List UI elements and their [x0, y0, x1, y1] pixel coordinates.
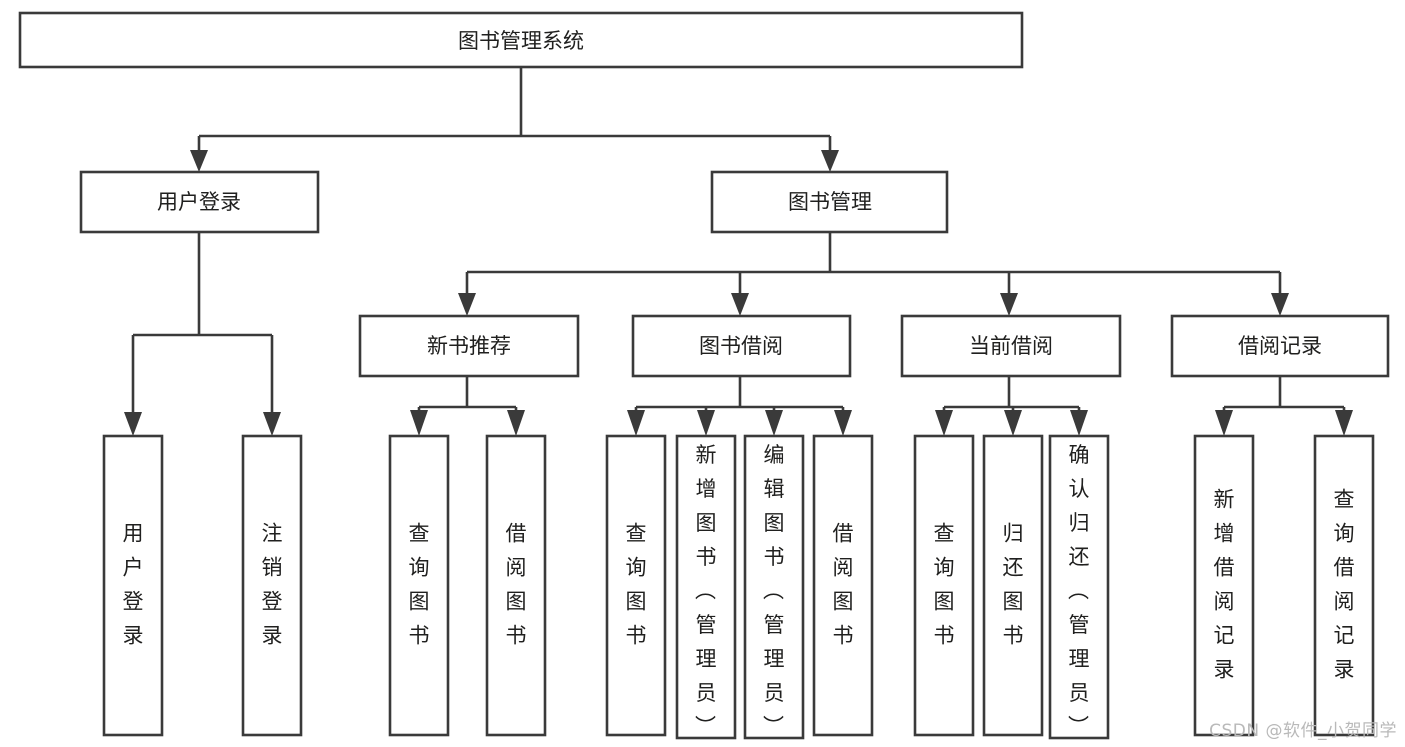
node-leaf-add-record-label: 新增借阅记录	[1214, 488, 1235, 682]
node-root-box[interactable]	[18, 11, 1024, 69]
arrow-head-leaf-query-book-3	[935, 410, 953, 436]
node-leaf-confirm-return[interactable]: 确认归还（管理员）	[1048, 434, 1110, 740]
node-leaf-confirm-return-box[interactable]	[1048, 434, 1110, 740]
node-book-manage[interactable]: 图书管理	[710, 170, 949, 234]
node-user-login-label: 用户登录	[157, 190, 241, 214]
node-leaf-logout-box[interactable]	[241, 434, 303, 737]
node-leaf-user-login-label: 用户登录	[123, 522, 144, 648]
arrow-head-leaf-user-login	[124, 412, 142, 436]
node-leaf-query-book-2-box[interactable]	[605, 434, 667, 737]
arrow-head-leaf-borrow-book-2	[834, 410, 852, 436]
node-book-manage-box[interactable]	[710, 170, 949, 234]
node-borrow-record[interactable]: 借阅记录	[1170, 314, 1390, 378]
arrow-head-leaf-logout	[263, 412, 281, 436]
node-leaf-borrow-book-2-label: 借阅图书	[833, 522, 854, 648]
node-leaf-add-book-label: 新增图书（管理员）	[695, 443, 717, 739]
node-leaf-query-book-1-label: 查询图书	[409, 522, 430, 648]
node-leaf-add-record[interactable]: 新增借阅记录	[1193, 434, 1255, 737]
leaf-node-layer: 用户登录 注销登录 查询图书 借阅图书 查询图书 新增图书（管理员） 编辑图书（管理员） 借阅…	[102, 434, 1375, 740]
node-leaf-return-book-box[interactable]	[982, 434, 1044, 737]
node-leaf-edit-book[interactable]: 编辑图书（管理员）	[743, 434, 805, 740]
node-leaf-edit-book-label: 编辑图书（管理员）	[763, 443, 785, 739]
connector-layer	[124, 67, 1353, 436]
node-leaf-query-book-2-label: 查询图书	[626, 522, 647, 648]
node-leaf-query-book-3-box[interactable]	[913, 434, 975, 737]
node-borrow-record-box[interactable]	[1170, 314, 1390, 378]
node-leaf-query-record[interactable]: 查询借阅记录	[1313, 434, 1375, 737]
node-book-borrow[interactable]: 图书借阅	[631, 314, 852, 378]
node-current-borrow-box[interactable]	[900, 314, 1122, 378]
node-leaf-borrow-book-1[interactable]: 借阅图书	[485, 434, 547, 737]
node-leaf-return-book-label: 归还图书	[1003, 522, 1024, 648]
arrow-head-leaf-edit-book	[765, 410, 783, 436]
node-leaf-add-book[interactable]: 新增图书（管理员）	[675, 434, 737, 740]
node-current-borrow-label: 当前借阅	[969, 334, 1053, 358]
node-leaf-query-book-1[interactable]: 查询图书	[388, 434, 450, 737]
node-new-book-recommend-box[interactable]	[358, 314, 580, 378]
node-leaf-borrow-book-1-box[interactable]	[485, 434, 547, 737]
node-leaf-logout-label: 注销登录	[262, 522, 283, 648]
node-root-label: 图书管理系统	[458, 29, 584, 53]
node-leaf-user-login-box[interactable]	[102, 434, 164, 737]
node-leaf-query-record-label: 查询借阅记录	[1334, 488, 1355, 682]
node-leaf-user-login[interactable]: 用户登录	[102, 434, 164, 737]
node-leaf-return-book[interactable]: 归还图书	[982, 434, 1044, 737]
node-leaf-logout[interactable]: 注销登录	[241, 434, 303, 737]
node-leaf-borrow-book-1-label: 借阅图书	[506, 522, 527, 648]
node-book-borrow-label: 图书借阅	[699, 334, 783, 358]
arrow-head-new-book-recommend	[458, 293, 476, 316]
node-leaf-query-book-1-box[interactable]	[388, 434, 450, 737]
arrow-head-leaf-return-book	[1004, 410, 1022, 436]
node-leaf-confirm-return-label: 确认归还（管理员）	[1068, 443, 1090, 739]
arrow-head-user-login	[190, 150, 208, 172]
node-leaf-query-record-box[interactable]	[1313, 434, 1375, 737]
node-new-book-recommend[interactable]: 新书推荐	[358, 314, 580, 378]
node-book-borrow-box[interactable]	[631, 314, 852, 378]
node-current-borrow[interactable]: 当前借阅	[900, 314, 1122, 378]
arrow-head-book-manage	[821, 150, 839, 172]
node-leaf-add-record-box[interactable]	[1193, 434, 1255, 737]
arrow-head-leaf-query-book-1	[410, 410, 428, 436]
arrow-head-leaf-borrow-book-1	[507, 410, 525, 436]
node-leaf-query-book-3-label: 查询图书	[934, 522, 955, 648]
node-user-login[interactable]: 用户登录	[79, 170, 320, 234]
arrow-head-leaf-query-book-2	[627, 410, 645, 436]
node-leaf-borrow-book-2-box[interactable]	[812, 434, 874, 737]
arrow-head-current-borrow	[1000, 293, 1018, 316]
node-leaf-add-book-box[interactable]	[675, 434, 737, 740]
node-leaf-query-book-3[interactable]: 查询图书	[913, 434, 975, 737]
arrow-head-leaf-add-book	[697, 410, 715, 436]
arrow-head-leaf-confirm-return	[1070, 410, 1088, 436]
node-book-manage-label: 图书管理	[788, 190, 872, 214]
node-borrow-record-label: 借阅记录	[1238, 334, 1322, 358]
node-leaf-query-book-2[interactable]: 查询图书	[605, 434, 667, 737]
node-user-login-box[interactable]	[79, 170, 320, 234]
arrow-head-leaf-add-record	[1215, 410, 1233, 436]
node-root[interactable]: 图书管理系统	[18, 11, 1024, 69]
node-leaf-borrow-book-2[interactable]: 借阅图书	[812, 434, 874, 737]
node-new-book-recommend-label: 新书推荐	[427, 334, 511, 358]
arrow-head-leaf-query-record	[1335, 410, 1353, 436]
node-leaf-edit-book-box[interactable]	[743, 434, 805, 740]
arrow-head-book-borrow	[731, 293, 749, 316]
arrow-head-borrow-record	[1271, 293, 1289, 316]
